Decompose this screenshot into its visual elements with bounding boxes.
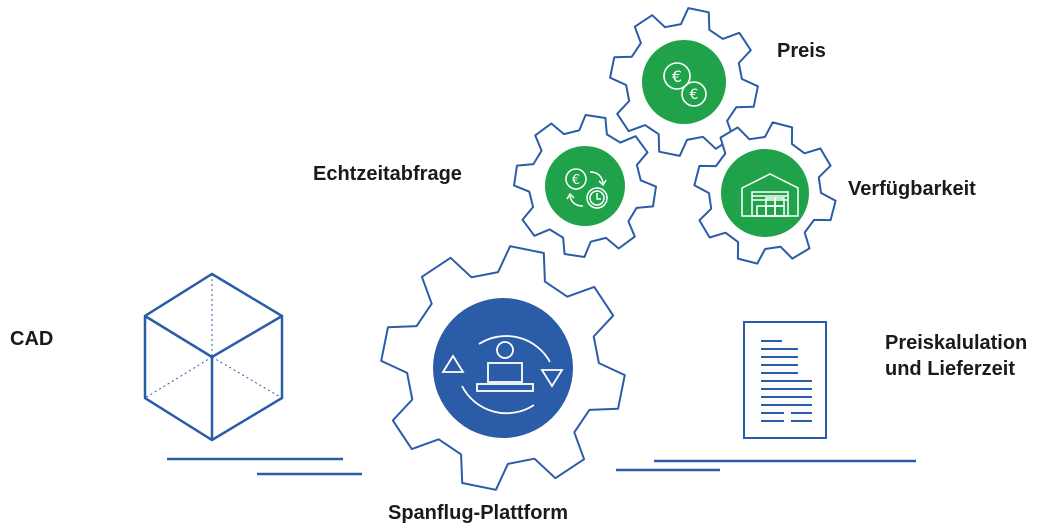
- label-spanflug-plattform: Spanflug-Plattform: [388, 502, 568, 524]
- document-icon: [743, 321, 827, 439]
- gear-hub: [433, 298, 573, 438]
- gear-hub: [642, 40, 726, 124]
- label-preis: Preis: [777, 40, 826, 62]
- svg-text:€: €: [690, 87, 699, 103]
- label-preiskalkulation-line2: und Lieferzeit: [885, 358, 1016, 380]
- svg-text:€: €: [672, 67, 682, 86]
- label-echtzeitabfrage: Echtzeitabfrage: [313, 163, 462, 185]
- label-preiskalkulation-line1: Preiskalulation: [885, 332, 1028, 354]
- gear-verfuegbarkeit: [693, 121, 837, 265]
- ground-lines-right: [616, 459, 916, 472]
- cad-cube-icon: [143, 272, 284, 442]
- label-verfuegbarkeit: Verfügbarkeit: [848, 178, 976, 200]
- gear-hub: [721, 149, 809, 237]
- label-preiskalkulation: Preiskalulation und Lieferzeit: [885, 330, 1027, 382]
- label-cad: CAD: [10, 328, 54, 350]
- gear-hub: [545, 146, 625, 226]
- euro-coins-icon: € €: [663, 62, 707, 107]
- svg-text:€: €: [572, 173, 580, 188]
- gear-spanflug-plattform: [380, 245, 626, 491]
- gear-preis: [609, 7, 759, 157]
- gear-echtzeitabfrage: [513, 114, 657, 258]
- warehouse-icon: [741, 173, 799, 217]
- ground-lines-left: [167, 457, 362, 476]
- user-workstation-cycle-icon: [441, 335, 564, 415]
- euro-clock-refresh-icon: €: [565, 168, 608, 209]
